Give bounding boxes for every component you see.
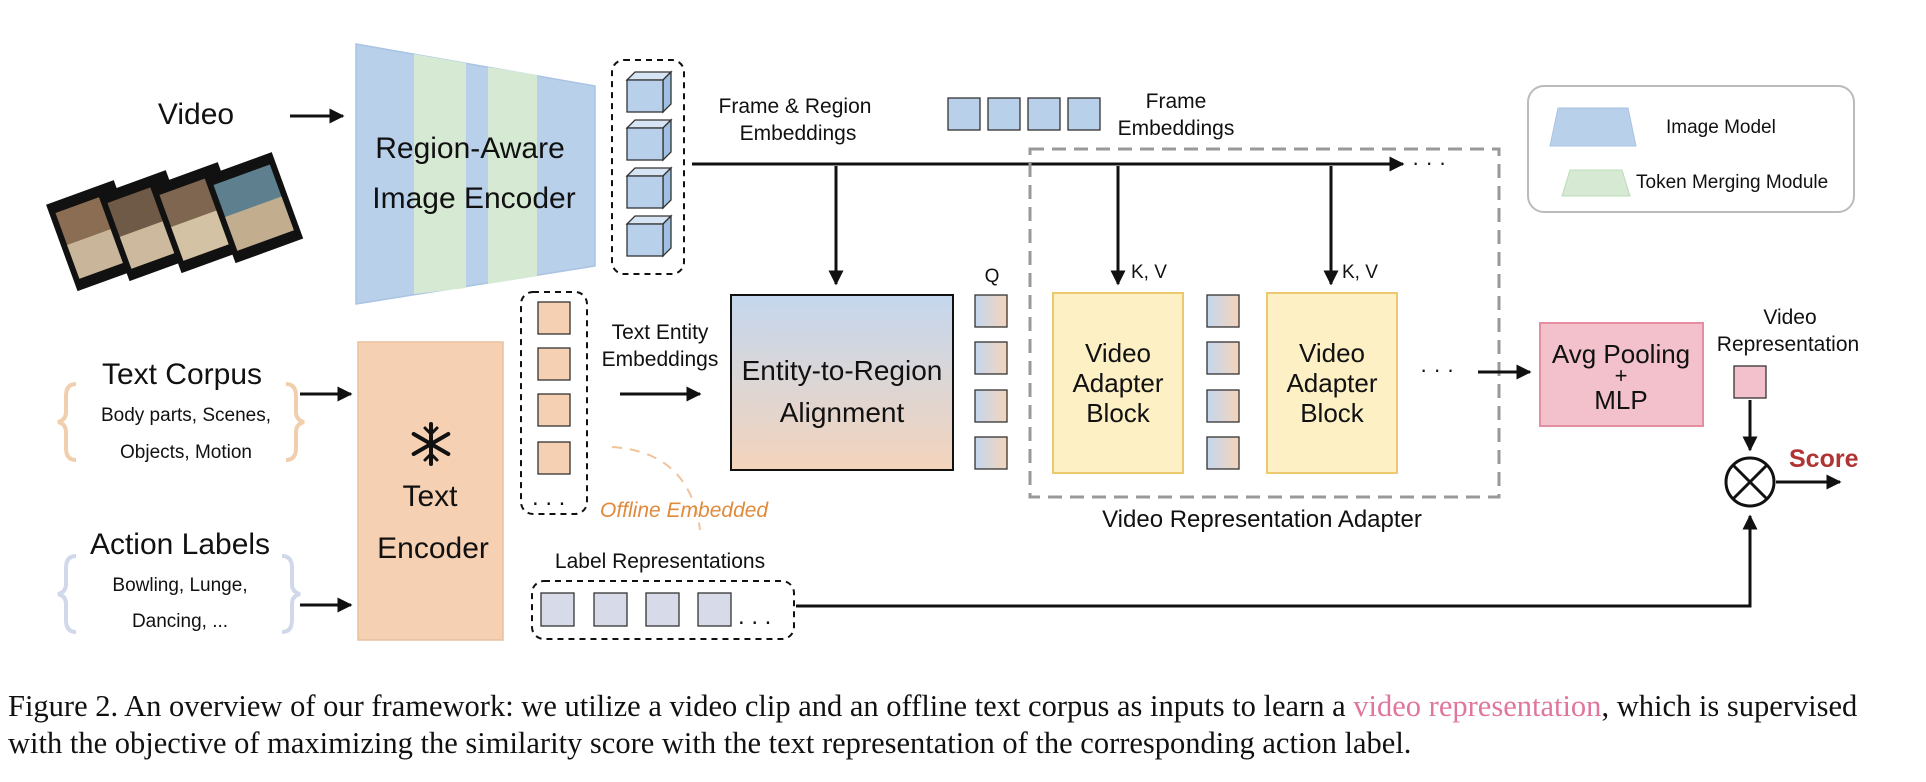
frame-region-embeddings-box [611, 59, 685, 275]
text-corpus-line1: Body parts, Scenes, [101, 405, 271, 426]
text-entity-embeddings-box: . . . [520, 291, 588, 515]
video-representation-adapter-box [1028, 147, 1501, 499]
alignment-label-line1: Entity-to-Region [742, 355, 943, 386]
snowflake-icon [411, 422, 451, 466]
intermediate-token [1206, 389, 1240, 423]
frame-region-embeddings-label-line2: Embeddings [740, 122, 857, 145]
frame-embedding-square [1067, 97, 1101, 131]
main-flow-ellipsis: · · · [1412, 150, 1446, 175]
frame-embeddings [947, 97, 1101, 131]
embedding-cube [625, 166, 673, 210]
query-label: Q [985, 266, 1000, 287]
text-entity-square [537, 441, 571, 475]
query-token [974, 436, 1008, 470]
avg-pooling-mlp: Avg Pooling + MLP [1539, 322, 1704, 427]
intermediate-token [1206, 341, 1240, 375]
query-token [974, 341, 1008, 375]
label-representations-label: Label Representations [555, 550, 765, 573]
figure-caption: Figure 2. An overview of our framework: … [8, 688, 1918, 762]
text-corpus-right-brace [285, 382, 305, 462]
video-adapter-block: Video Adapter Block [1052, 292, 1184, 474]
query-token [974, 294, 1008, 328]
score-label: Score [1789, 445, 1859, 473]
pooling-label-line2: + [1615, 363, 1628, 388]
intermediate-token [1206, 294, 1240, 328]
token-merging-swatch [1561, 169, 1631, 197]
video-label: Video [158, 98, 234, 131]
action-labels-left-brace [57, 554, 77, 634]
adapter-block-label-line1: Video [1085, 338, 1151, 368]
text-encoder-label-line2: Encoder [377, 532, 489, 565]
image-encoder-label-line1: Region-Aware [375, 132, 565, 165]
label-representation-ellipsis: . . . [738, 603, 771, 630]
adapter-block-label-line1: Video [1299, 338, 1365, 368]
label-representation-square [540, 592, 575, 627]
adapter-title: Video Representation Adapter [1102, 506, 1422, 533]
adapter-ellipsis: · · · [1420, 357, 1454, 382]
image-model-swatch [1549, 107, 1637, 147]
adapter-block-label-line3: Block [1300, 398, 1365, 428]
legend-image-model: Image Model [1666, 117, 1776, 138]
query-token [974, 389, 1008, 423]
text-entity-square [537, 393, 571, 427]
similarity-multiply-icon [1724, 456, 1776, 508]
text-entity-label-line1: Text Entity [612, 321, 709, 344]
frame-embedding-square [947, 97, 981, 131]
embedding-cube [625, 214, 673, 258]
caption-part2: , which is supervised with the objective… [8, 689, 1858, 760]
text-corpus-left-brace [57, 382, 77, 462]
legend: Image Model Token Merging Module [1527, 85, 1855, 213]
label-representations-box: . . . [531, 580, 795, 640]
text-entity-square [537, 301, 571, 335]
action-labels-right-brace [281, 554, 301, 634]
video-frames-thumbnail [46, 152, 304, 292]
query-tokens [974, 294, 1008, 470]
offline-embedded-label: Offline Embedded [600, 499, 769, 522]
legend-token-merging: Token Merging Module [1636, 172, 1828, 193]
alignment-label-line2: Alignment [780, 397, 905, 428]
region-aware-image-encoder: Region-Aware Image Encoder [355, 43, 596, 305]
kv-label-1: K, V [1131, 262, 1167, 283]
frame-embedding-square [1027, 97, 1061, 131]
adapter-block-label-line2: Adapter [1072, 368, 1163, 398]
action-labels-line2: Dancing, ... [132, 611, 228, 632]
text-encoder-label-line1: Text [402, 480, 458, 513]
text-encoder: Text Encoder [357, 341, 504, 641]
video-adapter-block: Video Adapter Block [1266, 292, 1398, 474]
label-representation-square [645, 592, 680, 627]
text-entity-square [537, 347, 571, 381]
video-representation-label-line2: Representation [1717, 333, 1859, 356]
kv-label-2: K, V [1342, 262, 1378, 283]
image-encoder-label-line2: Image Encoder [372, 182, 575, 215]
label-to-score-arrow [796, 514, 1758, 608]
text-entity-label-line2: Embeddings [602, 348, 719, 371]
adapter-block-label-line2: Adapter [1286, 368, 1377, 398]
offline-embedded-arc [611, 446, 701, 531]
framework-diagram: Video Region-Aware Image Encoder [46, 43, 1859, 641]
text-corpus-title: Text Corpus [102, 358, 262, 391]
caption-highlight: video representation [1353, 689, 1602, 723]
embedding-cube [625, 70, 673, 114]
video-representation-square [1733, 365, 1767, 399]
video-representation-label-line1: Video [1763, 306, 1816, 329]
action-labels-line1: Bowling, Lunge, [112, 575, 247, 596]
text-corpus-line2: Objects, Motion [120, 442, 252, 463]
pooling-label-line3: MLP [1594, 385, 1647, 415]
frame-embedding-square [987, 97, 1021, 131]
label-representation-square [697, 592, 732, 627]
intermediate-token [1206, 436, 1240, 470]
frame-embeddings-label-line2: Embeddings [1118, 117, 1235, 140]
caption-part1: Figure 2. An overview of our framework: … [8, 689, 1354, 723]
adapter-block-label-line3: Block [1086, 398, 1151, 428]
intermediate-tokens [1206, 294, 1240, 470]
action-labels-title: Action Labels [90, 528, 270, 561]
frame-embeddings-label-line1: Frame [1146, 90, 1207, 113]
entity-to-region-alignment: Entity-to-Region Alignment [730, 294, 954, 471]
pooling-label-line1: Avg Pooling [1552, 339, 1690, 369]
label-representation-square [593, 592, 628, 627]
embedding-cube [625, 118, 673, 162]
text-entity-ellipsis: . . . [532, 484, 565, 511]
frame-region-embeddings-label-line1: Frame & Region [719, 95, 872, 118]
